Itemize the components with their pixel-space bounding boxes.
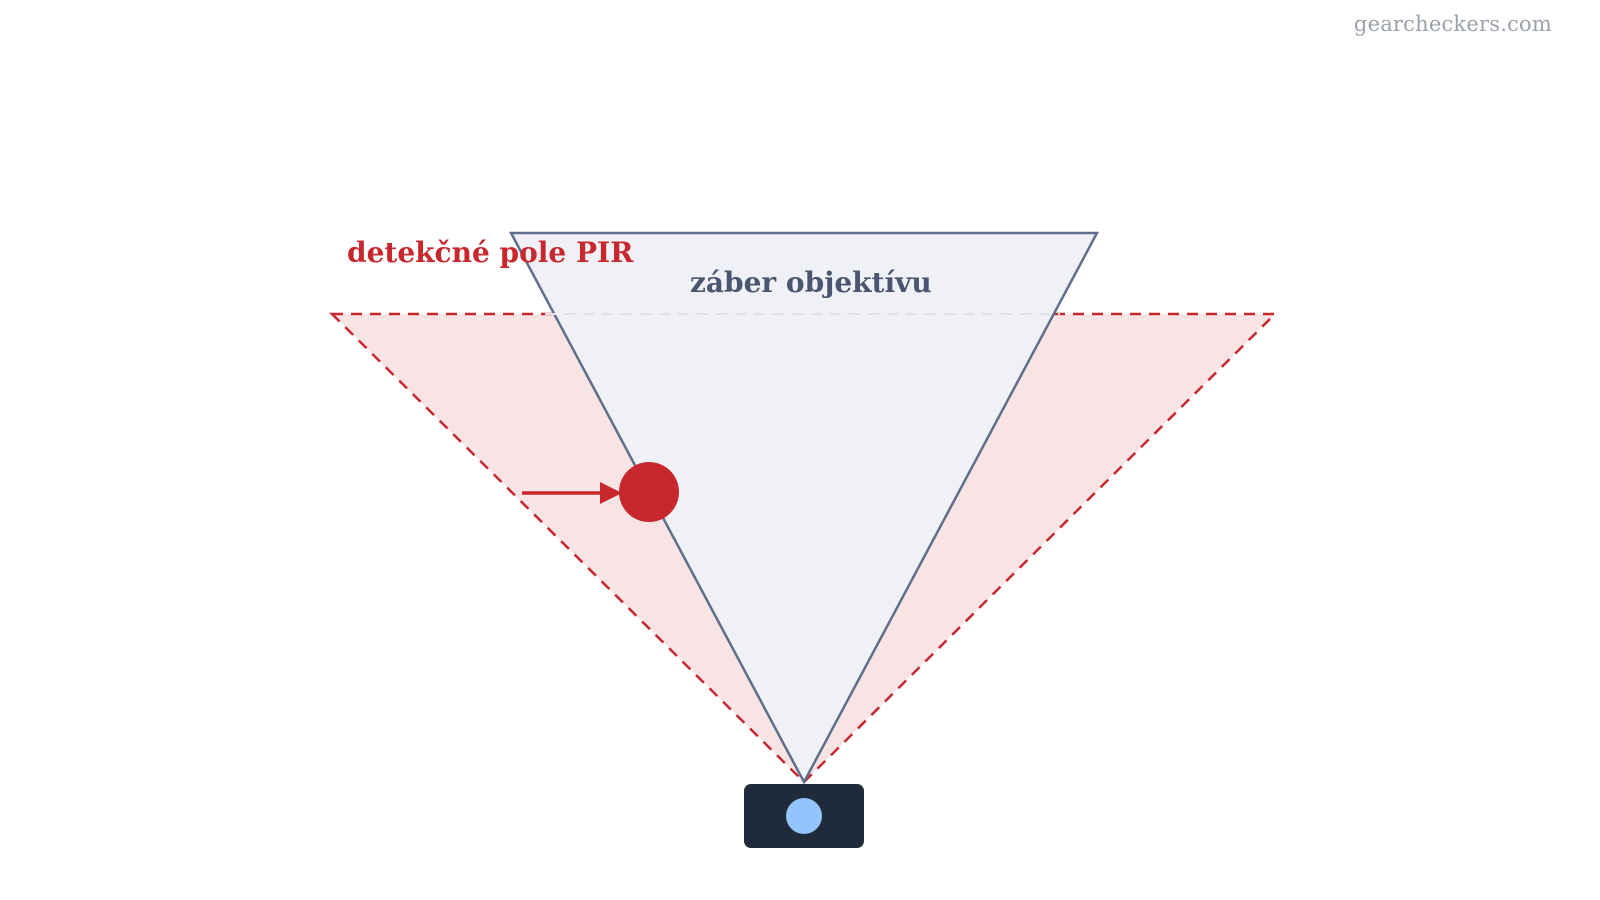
motion-arrow	[522, 482, 622, 504]
lens-view-label: záber objektívu	[690, 266, 932, 299]
watermark: gearcheckers.com	[1353, 12, 1552, 36]
arrow-head	[600, 482, 622, 504]
subject-dot	[619, 462, 679, 522]
camera-icon	[744, 784, 864, 848]
pir-field-label: detekčné pole PIR	[347, 236, 634, 269]
camera-lens	[786, 798, 822, 834]
